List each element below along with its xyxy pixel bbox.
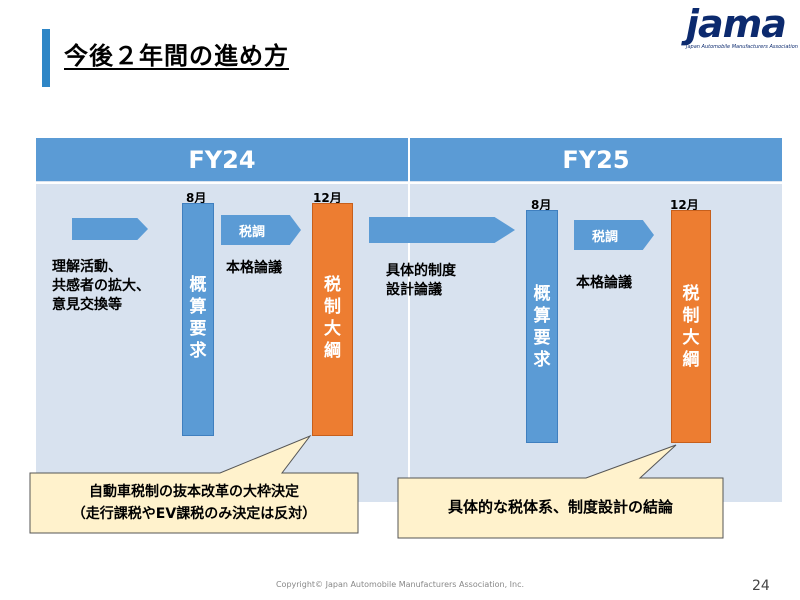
fy24-month-dec: 12月 (313, 191, 342, 205)
fy24-month-aug: 8月 (186, 191, 207, 205)
title-accent-bar (42, 29, 50, 87)
fy24-budget-request-bar: 概 算 要 求 (182, 203, 214, 436)
fy24-activities-label: 理解活動、 共感者の拡大、 意見交換等 (52, 259, 150, 313)
jama-logo: jama (686, 2, 787, 46)
callout-1-text: 自動車税制の抜本改革の大枠決定 （走行課税やEV課税のみ決定は反対） (71, 484, 317, 522)
fy25-month-aug: 8月 (531, 198, 552, 212)
fy25-tax-committee-arrow: 税調 (574, 220, 654, 250)
fy25-budget-request-bar: 概 算 要 求 (526, 210, 558, 443)
fy25-month-dec: 12月 (670, 198, 699, 212)
jama-logo-subtitle: Japan Automobile Manufacturers Associati… (686, 44, 798, 50)
fy24-full-discussion-label: 本格論議 (226, 260, 282, 276)
fy25-design-arrow (369, 217, 515, 243)
fy24-tax-committee-arrow: 税調 (221, 215, 301, 245)
fy24-header: FY24 (36, 138, 408, 181)
fiscal-year-divider (408, 138, 410, 502)
fy25-design-discussion-label: 具体的制度 設計論議 (386, 263, 456, 298)
page-number: 24 (752, 578, 770, 594)
slide-title: 今後２年間の進め方 (64, 42, 289, 70)
fy25-tax-reform-outline-bar: 税 制 大 綱 (671, 210, 711, 443)
activity-arrow-1 (72, 218, 148, 240)
callout-2-text: 具体的な税体系、制度設計の結論 (447, 498, 673, 516)
fy24-tax-reform-outline-bar: 税 制 大 綱 (312, 203, 353, 436)
fy25-header: FY25 (410, 138, 782, 181)
fy25-full-discussion-label: 本格論議 (576, 275, 632, 291)
copyright-footer: Copyright© Japan Automobile Manufacturer… (275, 580, 525, 589)
